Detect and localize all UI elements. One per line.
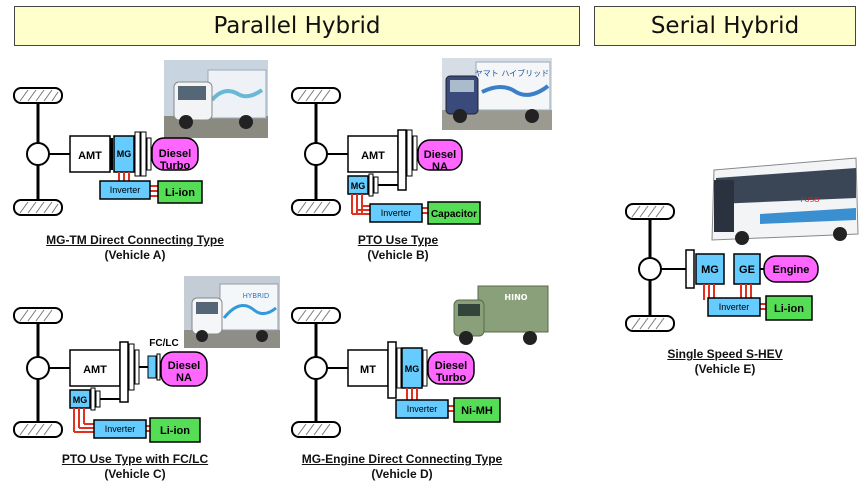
vehicle-b-mg-label: MG	[351, 181, 366, 191]
vehicle-a-inverter-label: Inverter	[110, 185, 141, 195]
vehicle-e-diagram: MG GE Engine Inverter Li-ion	[625, 203, 819, 332]
vehicle-d-inverter-label: Inverter	[407, 404, 438, 414]
vehicle-a-title: MG-TM Direct Connecting Type	[46, 233, 224, 247]
vehicle-d-caption: MG-Engine Direct Connecting Type (Vehicl…	[282, 452, 522, 482]
vehicle-c-storage-label: Li-ion	[160, 425, 190, 437]
vehicle-a-amt-label: AMT	[78, 150, 102, 162]
vehicle-e-bus-photo: FUSO	[700, 150, 860, 246]
vehicle-b-caption: PTO Use Type (Vehicle B)	[318, 233, 478, 263]
vehicle-d-storage-label: Ni-MH	[461, 405, 493, 417]
parallel-hybrid-header: Parallel Hybrid	[14, 6, 580, 46]
vehicle-d-truck-photo: HINO	[450, 282, 550, 348]
vehicle-c-fclc-label: FC/LC	[149, 338, 178, 349]
vehicle-c-title: PTO Use Type with FC/LC	[61, 452, 209, 466]
vehicle-e-mg-label: MG	[701, 264, 719, 276]
vehicle-c-caption: PTO Use Type with FC/LC (Vehicle C)	[20, 452, 250, 482]
vehicle-b-inverter-label: Inverter	[381, 208, 412, 218]
parallel-hybrid-title: Parallel Hybrid	[213, 13, 381, 39]
vehicle-d-title: MG-Engine Direct Connecting Type	[301, 452, 503, 466]
vehicle-a-mg-label: MG	[117, 149, 132, 159]
vehicle-a-caption: MG-TM Direct Connecting Type (Vehicle A)	[10, 233, 260, 263]
vehicle-b-truck-photo: ヤマト ハイブリッド	[442, 58, 552, 130]
vehicle-a-storage-label: Li-ion	[165, 187, 195, 199]
vehicle-b-storage-label: Capacitor	[431, 209, 477, 220]
vehicle-e-ge-label: GE	[739, 264, 755, 276]
vehicle-e-title: Single Speed S-HEV	[667, 347, 783, 361]
vehicle-b-title: PTO Use Type	[357, 233, 439, 247]
vehicle-c-subtitle: (Vehicle C)	[104, 467, 166, 481]
vehicle-e-bus-lettering: FUSO	[800, 196, 820, 204]
vehicle-c-truck-lettering: HYBRID	[243, 292, 270, 300]
vehicle-c-mg-label: MG	[73, 395, 88, 405]
vehicle-c-truck-photo: HYBRID	[184, 276, 280, 348]
vehicle-d-subtitle: (Vehicle D)	[371, 467, 433, 481]
vehicle-a-truck-photo	[164, 60, 268, 138]
vehicle-a-subtitle: (Vehicle A)	[104, 248, 166, 262]
serial-hybrid-title: Serial Hybrid	[650, 13, 800, 39]
vehicle-d-mt-label: MT	[360, 364, 376, 376]
vehicle-e-storage-label: Li-ion	[774, 303, 804, 315]
vehicle-b-truck-lettering: ヤマト ハイブリッド	[475, 68, 549, 78]
vehicle-e-subtitle: (Vehicle E)	[694, 362, 756, 376]
vehicle-c-inverter-label: Inverter	[105, 424, 136, 434]
vehicle-e-engine-label: Engine	[773, 264, 810, 276]
serial-hybrid-header: Serial Hybrid	[594, 6, 856, 46]
vehicle-e-caption: Single Speed S-HEV (Vehicle E)	[640, 347, 810, 377]
vehicle-b-amt-label: AMT	[361, 150, 385, 162]
vehicle-c-amt-label: AMT	[83, 364, 107, 376]
vehicle-b-subtitle: (Vehicle B)	[367, 248, 429, 262]
vehicle-d-truck-lettering: HINO	[504, 293, 527, 302]
vehicle-e-inverter-label: Inverter	[719, 302, 750, 312]
vehicle-d-mg-label: MG	[405, 364, 420, 374]
